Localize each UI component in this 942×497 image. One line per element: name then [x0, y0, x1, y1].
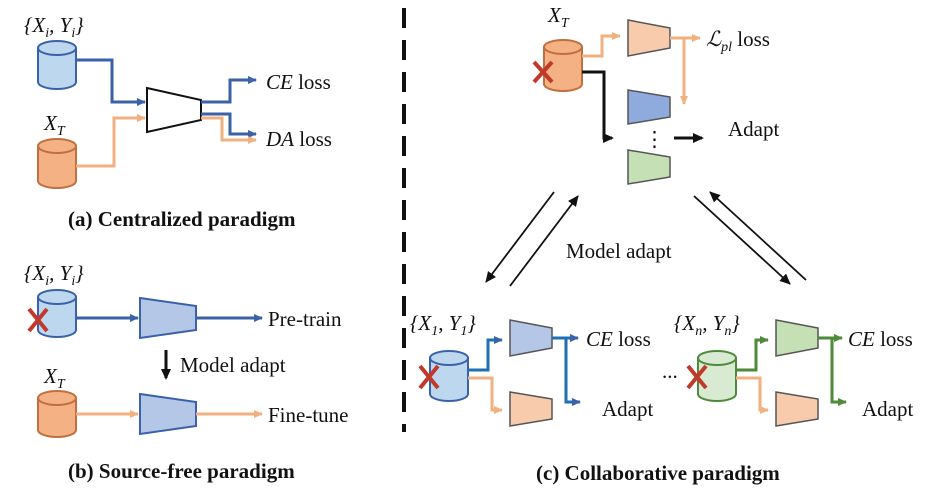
cross-icon	[532, 60, 554, 84]
clients-ellipsis: ...	[662, 359, 678, 383]
target-to-model-arrow	[76, 114, 146, 168]
clientn-ce-loss-label: CE loss	[848, 327, 913, 351]
finetune-label: Fine-tune	[268, 403, 348, 427]
lpl-loss-label: ℒpl loss	[706, 27, 770, 55]
clientn-source-model-icon	[775, 319, 819, 357]
panel-a: {Xi, Yi} XT CE loss DA loss (a) Centrali…	[24, 13, 332, 231]
pretrain-label: Pre-train	[268, 307, 342, 331]
source-model-n-icon	[627, 149, 671, 185]
client1-adapt-label: Adapt	[602, 397, 653, 421]
target-to-models-arrow	[582, 70, 614, 143]
client1-ce-loss-label: CE loss	[586, 327, 651, 351]
to-clientn-arrow	[709, 191, 807, 281]
panel-a-source-label: {Xi, Yi}	[24, 13, 84, 41]
panel-b-source-label: {Xi, Yi}	[24, 261, 84, 289]
client1-label: {X1, Y1}	[410, 311, 476, 339]
model-adapt-label: Model adapt	[180, 353, 286, 377]
client1-source-model-icon	[509, 319, 553, 357]
clientn-to-target-model-arrow	[736, 376, 769, 414]
models-dots: ⋮	[644, 127, 665, 151]
panel-b: {Xi, Yi} Pre-train Model adapt XT Fine-t…	[24, 261, 348, 483]
panel-a-target-label: XT	[43, 111, 66, 139]
clientn-target-model-icon	[775, 391, 819, 427]
source-database-icon	[37, 40, 77, 90]
da-loss-label: DA loss	[265, 127, 332, 151]
target-database-icon	[543, 39, 583, 92]
cross-icon	[418, 364, 440, 390]
panel-b-caption: (b) Source-free paradigm	[68, 459, 295, 483]
clientn-label: {Xn, Yn}	[674, 311, 740, 339]
clientn-adapt-label: Adapt	[862, 397, 913, 421]
target-to-pseudo-model-arrow	[582, 32, 621, 58]
client1-database-icon	[429, 350, 469, 402]
centralized-model-icon	[146, 86, 202, 134]
target-database-icon	[37, 390, 77, 438]
ce-loss-arrow	[201, 76, 257, 104]
cross-icon	[686, 364, 708, 390]
clientn-database-icon	[697, 350, 737, 402]
client1-to-source-model-arrow	[468, 336, 503, 372]
from-clientn-arrow	[693, 195, 791, 285]
to-client1-arrow	[485, 191, 555, 283]
clientn-adapt-arrow	[830, 338, 847, 406]
source-model-icon	[139, 296, 197, 340]
panel-c-caption: (c) Collaborative paradigm	[536, 461, 780, 485]
cross-icon	[27, 307, 49, 333]
target-database-icon	[37, 138, 77, 189]
clientn-to-source-model-arrow	[736, 336, 769, 372]
adapted-model-icon	[139, 392, 197, 436]
panel-b-target-label: XT	[43, 364, 66, 392]
source-model-1-icon	[627, 89, 671, 125]
panel-c: XT ℒpl loss ⋮ Adapt Model adapt {X1, Y1}	[410, 3, 913, 485]
da-loss-arrow-orange	[201, 116, 257, 144]
source-database-icon	[37, 289, 77, 338]
panel-a-caption: (a) Centralized paradigm	[68, 207, 296, 231]
panel-c-target-label: XT	[547, 3, 570, 31]
source-to-model-arrow	[76, 58, 146, 106]
da-loss-arrow-blue	[201, 112, 257, 138]
model-adapt-label: Model adapt	[566, 239, 672, 263]
from-client1-arrow	[509, 195, 579, 287]
client1-target-model-icon	[509, 391, 553, 427]
ce-loss-label: CE loss	[266, 70, 331, 94]
adapt-top-label: Adapt	[728, 117, 779, 141]
pseudo-label-model-icon	[627, 19, 671, 57]
client1-to-target-model-arrow	[468, 376, 503, 414]
client1-adapt-arrow	[564, 338, 581, 406]
